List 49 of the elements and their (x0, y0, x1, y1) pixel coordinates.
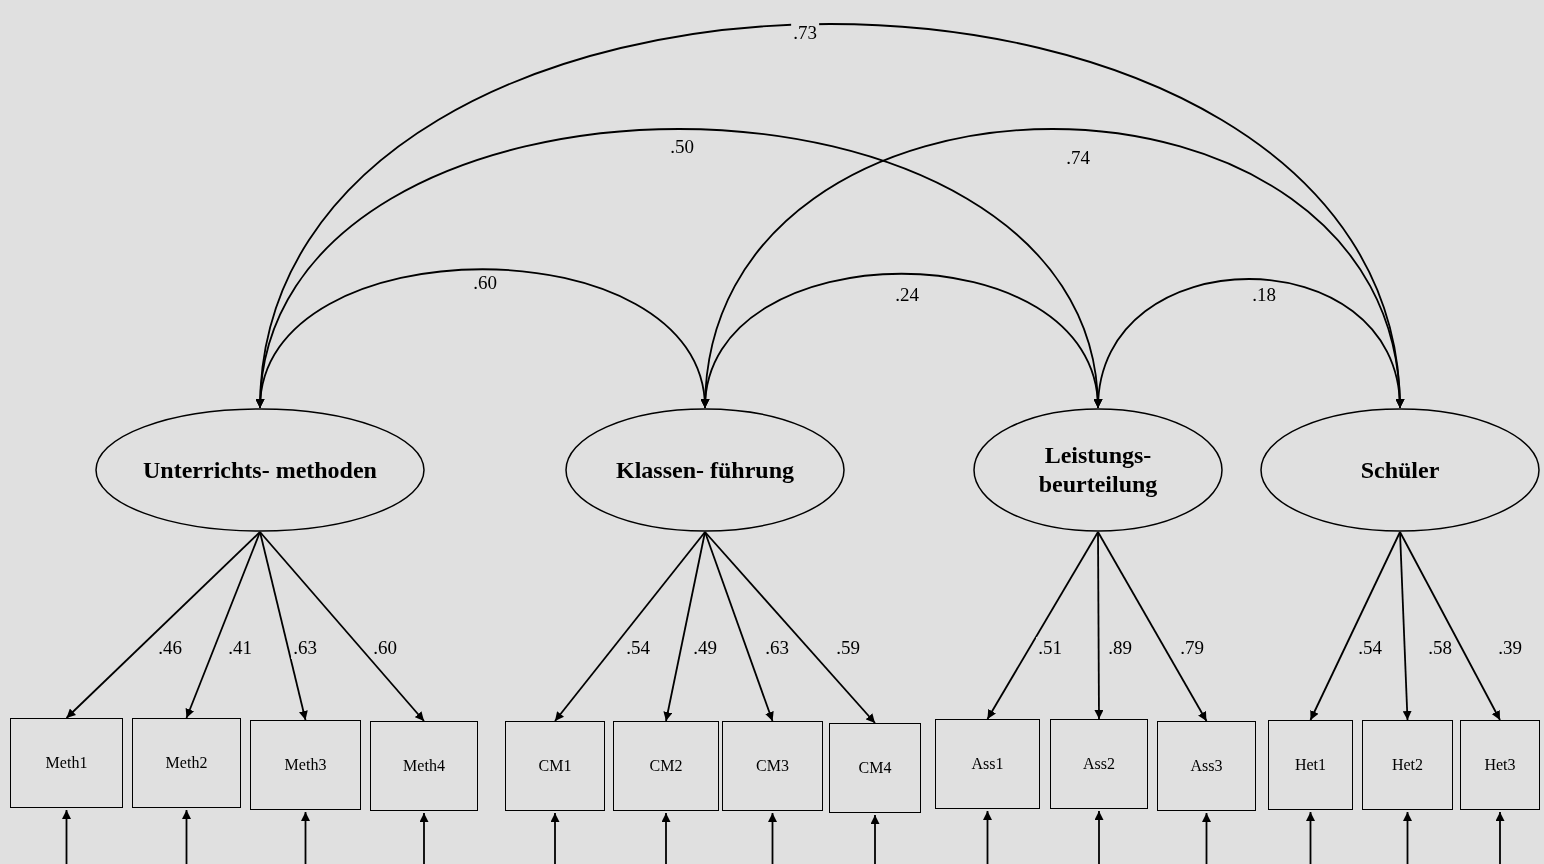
latent-variable-ellipse: Leistungs- beurteilung (973, 408, 1223, 532)
error-arrow (1202, 812, 1211, 864)
indicator-box: Meth1 (10, 718, 123, 808)
error-arrow (1403, 811, 1412, 864)
loading-arrow (259, 531, 425, 722)
indicator-box: CM2 (613, 721, 719, 811)
error-arrow (1094, 810, 1104, 864)
indicator-box: Meth4 (370, 721, 478, 811)
indicator-box: Meth3 (250, 720, 361, 810)
indicator-box: Meth2 (132, 718, 241, 808)
error-arrow (550, 812, 560, 864)
indicator-box: CM4 (829, 723, 921, 813)
loading-arrow (1309, 531, 1401, 721)
loading-arrow (1094, 531, 1104, 720)
correlation-arrow (1094, 278, 1404, 409)
error-arrow (62, 809, 71, 864)
loading-arrow (554, 531, 706, 722)
loading-arrow (1097, 531, 1208, 722)
error-arrow (182, 809, 191, 864)
loading-arrow (704, 531, 876, 724)
indicator-box: CM1 (505, 721, 605, 811)
indicator-box: Het2 (1362, 720, 1453, 810)
latent-variable-ellipse: Schüler (1260, 408, 1540, 532)
loading-arrow (65, 531, 261, 719)
error-arrow (1495, 811, 1505, 864)
loading-arrow (259, 531, 308, 721)
indicator-box: Het1 (1268, 720, 1353, 810)
loading-arrow (185, 531, 261, 719)
indicator-box: Het3 (1460, 720, 1540, 810)
error-arrow (301, 811, 310, 864)
loading-arrow (1399, 531, 1412, 721)
loading-arrow (704, 531, 774, 722)
loading-arrow (663, 531, 706, 722)
error-arrow (1306, 811, 1315, 864)
correlation-arrow (702, 272, 1101, 409)
error-arrow (870, 814, 880, 864)
latent-variable-ellipse: Unterrichts- methoden (95, 408, 425, 532)
loading-arrow (1399, 531, 1501, 721)
error-arrow (419, 812, 429, 864)
correlation-arrow (257, 268, 708, 409)
error-arrow (983, 810, 992, 864)
indicator-box: CM3 (722, 721, 823, 811)
loading-arrow (986, 531, 1099, 720)
error-arrow (661, 812, 671, 864)
error-arrow (768, 812, 777, 864)
indicator-box: Ass2 (1050, 719, 1148, 809)
indicator-box: Ass1 (935, 719, 1040, 809)
latent-variable-ellipse: Klassen- führung (565, 408, 845, 532)
indicator-box: Ass3 (1157, 721, 1256, 811)
